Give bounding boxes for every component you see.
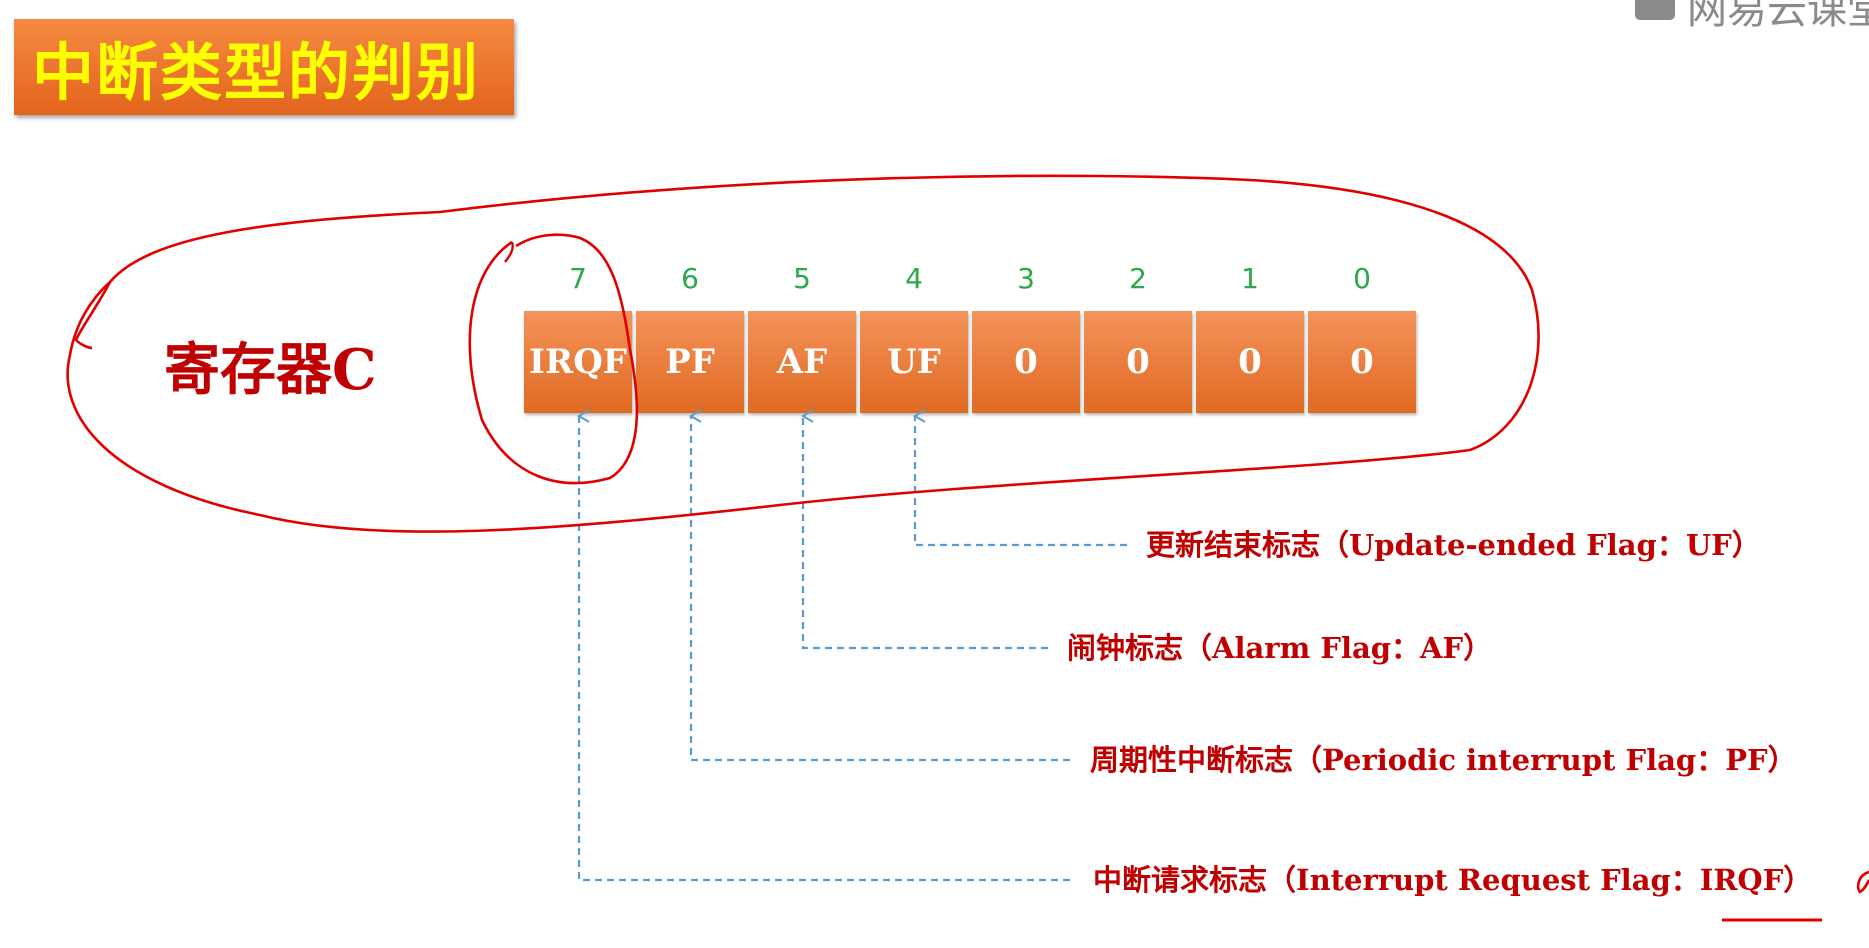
bit-cell-2: 0 [1084,311,1192,413]
flag-label-irqf: 中断请求标志（Interrupt Request Flag：IRQF） [1093,863,1813,897]
bit-index-5: 5 [793,262,811,295]
bit-cell-0: 0 [1308,311,1416,413]
bit-index-7: 7 [569,262,587,295]
pen-mark-annotation [1856,870,1869,894]
af-connector-line [801,409,1048,650]
flag-label-af: 闹钟标志（Alarm Flag：AF） [1067,631,1493,665]
bit-cell-pf: PF [636,311,744,413]
bit-cell-3: 0 [972,311,1080,413]
irqf-circle-annotation [468,233,639,485]
flag-label-pf: 周期性中断标志（Periodic interrupt Flag：PF） [1090,743,1797,777]
bit-index-2: 2 [1129,262,1147,295]
bit-index-6: 6 [681,262,699,295]
register-circle-start-stroke [74,281,112,350]
bit-cell-irqf: IRQF [524,311,632,413]
register-circle-annotation [66,174,1540,533]
bit-index-1: 1 [1241,262,1259,295]
watermark: 网易云课堂 [1635,0,1869,33]
pf-connector-line [689,409,1070,762]
bit-cell-1: 0 [1196,311,1304,413]
bit-cell-af: AF [748,311,856,413]
bit-index-0: 0 [1353,262,1371,295]
bit-cell-uf: UF [860,311,968,413]
register-label: 寄存器C [164,337,377,403]
irqf-circle-tail [504,241,514,263]
watermark-text: 网易云课堂 [1687,0,1869,33]
book-icon [1635,0,1675,20]
page-title: 中断类型的判别 [32,36,481,109]
bit-index-3: 3 [1017,262,1035,295]
flag-label-uf: 更新结束标志（Update-ended Flag：UF） [1146,528,1761,562]
title-banner: 中断类型的判别 [14,19,514,115]
bit-index-4: 4 [905,262,923,295]
